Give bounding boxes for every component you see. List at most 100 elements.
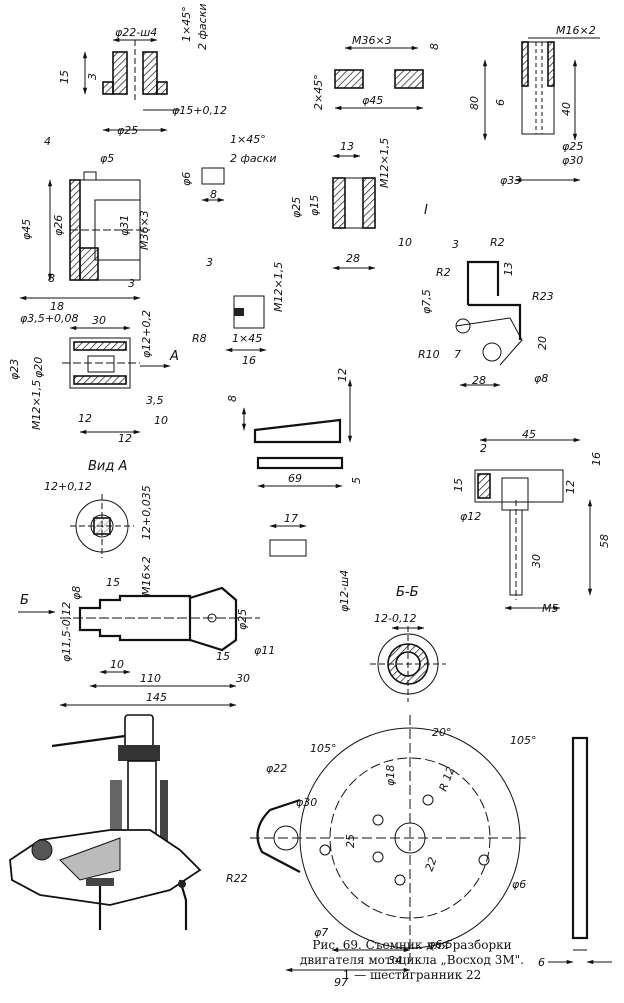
view-a-title: Вид A — [88, 459, 127, 474]
sleeve-step-a: 3,5 — [146, 394, 164, 407]
nut-diameter: φ45 — [362, 94, 383, 107]
screw-w-head: 3 — [206, 256, 213, 269]
sleeve-thread: M12×1,5 — [30, 380, 43, 430]
wedge-h-right: 12 — [336, 368, 349, 382]
shaft-w-step: 15 — [106, 576, 120, 589]
view-a-dim-right: 12+0,035 — [140, 485, 153, 540]
t-handle-h-stem: 30 — [530, 554, 543, 568]
part-bracket: 3 R2 13 R2 R23 φ7,5 20 R10 7 28 φ8 — [418, 236, 554, 388]
bracket-w-lower: 7 — [454, 348, 461, 361]
tube-d-mid: φ30 — [562, 154, 583, 167]
plate-len-34: 34 — [388, 954, 402, 967]
part-t-handle: 2 45 16 15 12 φ12 30 58 M5 — [452, 428, 611, 615]
part-bar: 69 5 — [256, 456, 363, 489]
nut-thread: M36×3 — [352, 34, 392, 47]
section-bb-dim: 12-0,12 — [374, 612, 416, 625]
bracket-r-left: R2 — [436, 266, 451, 279]
plate-r-left: R22 — [226, 872, 248, 885]
tube-inner-len: 40 — [560, 102, 573, 116]
flange-length: 18 — [50, 300, 64, 313]
bar-length: 69 — [288, 472, 302, 485]
roller-diameter: φ12-ш4 — [338, 570, 351, 612]
part-sleeve: φ3,5+0,08 30 φ23 φ20 φ12+0,2 A M12×1,5 3… — [8, 310, 179, 445]
hex-thread: M12×1,5 — [378, 138, 391, 188]
hex-width-base: 28 — [346, 252, 360, 265]
sleeve-d-bore: φ12+0,2 — [140, 310, 153, 358]
pin-length: 8 — [210, 188, 217, 201]
pin-chamfer: 1×45° — [230, 133, 266, 146]
pin-chamfer-note: 2 фаски — [230, 152, 276, 165]
bracket-d-hole: φ7,5 — [420, 289, 433, 314]
bushing-d-base: φ25 — [117, 124, 138, 137]
t-handle-w-top: 2 — [480, 442, 487, 455]
figure-caption: Рис. 69. Съемник для разборки двигателя … — [262, 938, 562, 983]
part-tube-m16: M16×2 80 6 40 φ25 φ30 φ33 — [468, 24, 600, 187]
flange-d-outer: φ45 — [20, 219, 33, 240]
screw-thread: M12×1,5 — [272, 262, 285, 312]
bushing-d-outer: φ22-ш4 — [115, 26, 157, 39]
plate-angle-top: 20° — [432, 726, 452, 739]
shaft-w-end: 15 — [216, 650, 230, 663]
hex-section-mark: I — [424, 203, 428, 218]
sleeve-len-b: 12 — [118, 432, 132, 445]
tube-d-inner: φ25 — [562, 140, 583, 153]
plate-d-hole-small: φ18 — [384, 765, 397, 786]
bracket-w-top: 3 — [452, 238, 459, 251]
bushing-chamfer-note: 2 фаски — [196, 4, 209, 50]
bracket-thickness: 20 — [536, 336, 549, 350]
bracket-r-top: R2 — [490, 236, 505, 249]
t-handle-diameter: φ12 — [460, 510, 481, 523]
sleeve-d-outer: φ23 — [8, 359, 21, 380]
caption-line-2: двигателя мотоцикла „Восход 3М". — [300, 953, 524, 967]
nut-thickness: 8 — [428, 43, 441, 50]
section-bb: Б-Б 12-0,12 — [370, 585, 446, 702]
bracket-r-big: R23 — [532, 290, 554, 303]
part-plate: 105° 20° 105° φ22 φ18 R 12 φ30 25 22 R22… — [226, 715, 537, 989]
sleeve-d-small: φ3,5+0,08 — [20, 312, 78, 325]
bushing-h-total: 15 — [58, 70, 71, 84]
screw-r-head: R8 — [192, 332, 207, 345]
flange-h-base: 8 — [48, 272, 55, 285]
screw-chamfer: 1×45 — [232, 332, 262, 345]
part-strip: 6 — [538, 736, 612, 969]
sleeve-len-a: 12 — [78, 412, 92, 425]
flange-d-small: φ5 — [100, 152, 114, 165]
part-roller: 17 φ12-ш4 — [269, 512, 351, 612]
sleeve-view-arrow: A — [169, 349, 179, 364]
pin-diameter: φ6 — [180, 172, 193, 186]
shaft-len-total: 145 — [146, 691, 167, 704]
bracket-height: 13 — [502, 262, 515, 276]
tube-step: 6 — [494, 99, 507, 106]
plate-radius: R 12 — [437, 765, 458, 793]
bar-height: 5 — [350, 477, 363, 484]
shaft-thread: M16×2 — [140, 556, 153, 596]
plate-d-hole: φ7 — [314, 926, 328, 939]
plate-dist-25: 25 — [344, 834, 357, 848]
sleeve-step-b: 10 — [154, 414, 168, 427]
shaft-section-letter: Б — [20, 593, 29, 608]
plate-d-center: φ6,5 — [428, 938, 453, 951]
hex-d-outer: φ25 — [290, 197, 303, 218]
sleeve-d-mid: φ20 — [32, 357, 45, 378]
caption-line-1: Рис. 69. Съемник для разборки — [312, 938, 512, 952]
shaft-d-head: φ25 — [236, 609, 249, 630]
shaft-d-left: φ8 — [70, 586, 83, 600]
bracket-d-base-hole: φ8 — [534, 372, 548, 385]
part-shaft: Б φ8 φ11,5-0,12 15 M16×2 φ25 φ11 10 15 1… — [18, 556, 275, 708]
bracket-r-lower: R10 — [418, 348, 440, 361]
part-hex-nut: 13 M12×1,5 φ25 φ15 10 28 I — [290, 138, 428, 271]
plate-d-circle: φ30 — [296, 796, 317, 809]
plate-d-boss: φ22 — [266, 762, 287, 775]
shaft-len-110: 110 — [140, 672, 161, 685]
part-pin: 1×45° 2 фаски φ6 8 — [180, 133, 276, 203]
part-wedge: 8 12 — [226, 368, 353, 444]
section-bb-title: Б-Б — [396, 585, 419, 600]
flange-thread: M36×3 — [138, 210, 151, 250]
shaft-d-outer: φ11,5-0,12 — [60, 602, 73, 662]
hex-h-top: 10 — [398, 236, 412, 249]
hex-d-inner: φ15 — [308, 195, 321, 216]
t-handle-h-total: 58 — [598, 534, 611, 548]
t-handle-h-right: 16 — [590, 452, 603, 466]
view-a-dim-left: 12+0,12 — [44, 480, 92, 493]
